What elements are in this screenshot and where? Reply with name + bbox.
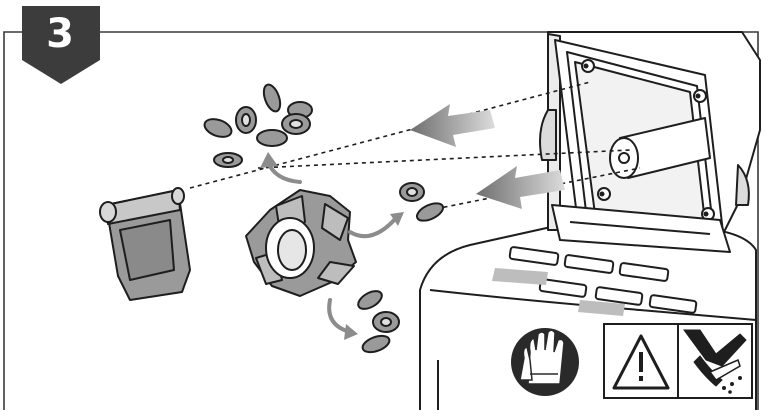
step-badge	[22, 6, 100, 84]
debris-cluster-top	[203, 83, 313, 168]
removal-arrow-top	[410, 104, 495, 147]
housing-vents	[508, 246, 698, 314]
step-number: 3	[46, 11, 74, 57]
warning-triangle-icon	[612, 334, 670, 390]
gloves-icon	[511, 328, 579, 396]
debris-cluster-bottom	[357, 290, 400, 354]
frame-border	[3, 31, 759, 410]
hand-crush-hazard-icon	[683, 329, 747, 394]
removal-arrow-middle	[476, 166, 565, 209]
pump-cover-part	[99, 187, 191, 301]
impeller-part	[245, 189, 357, 297]
curved-arrow-heads	[260, 152, 404, 340]
pump-housing	[419, 31, 761, 410]
debris-cluster-middle	[399, 182, 445, 222]
